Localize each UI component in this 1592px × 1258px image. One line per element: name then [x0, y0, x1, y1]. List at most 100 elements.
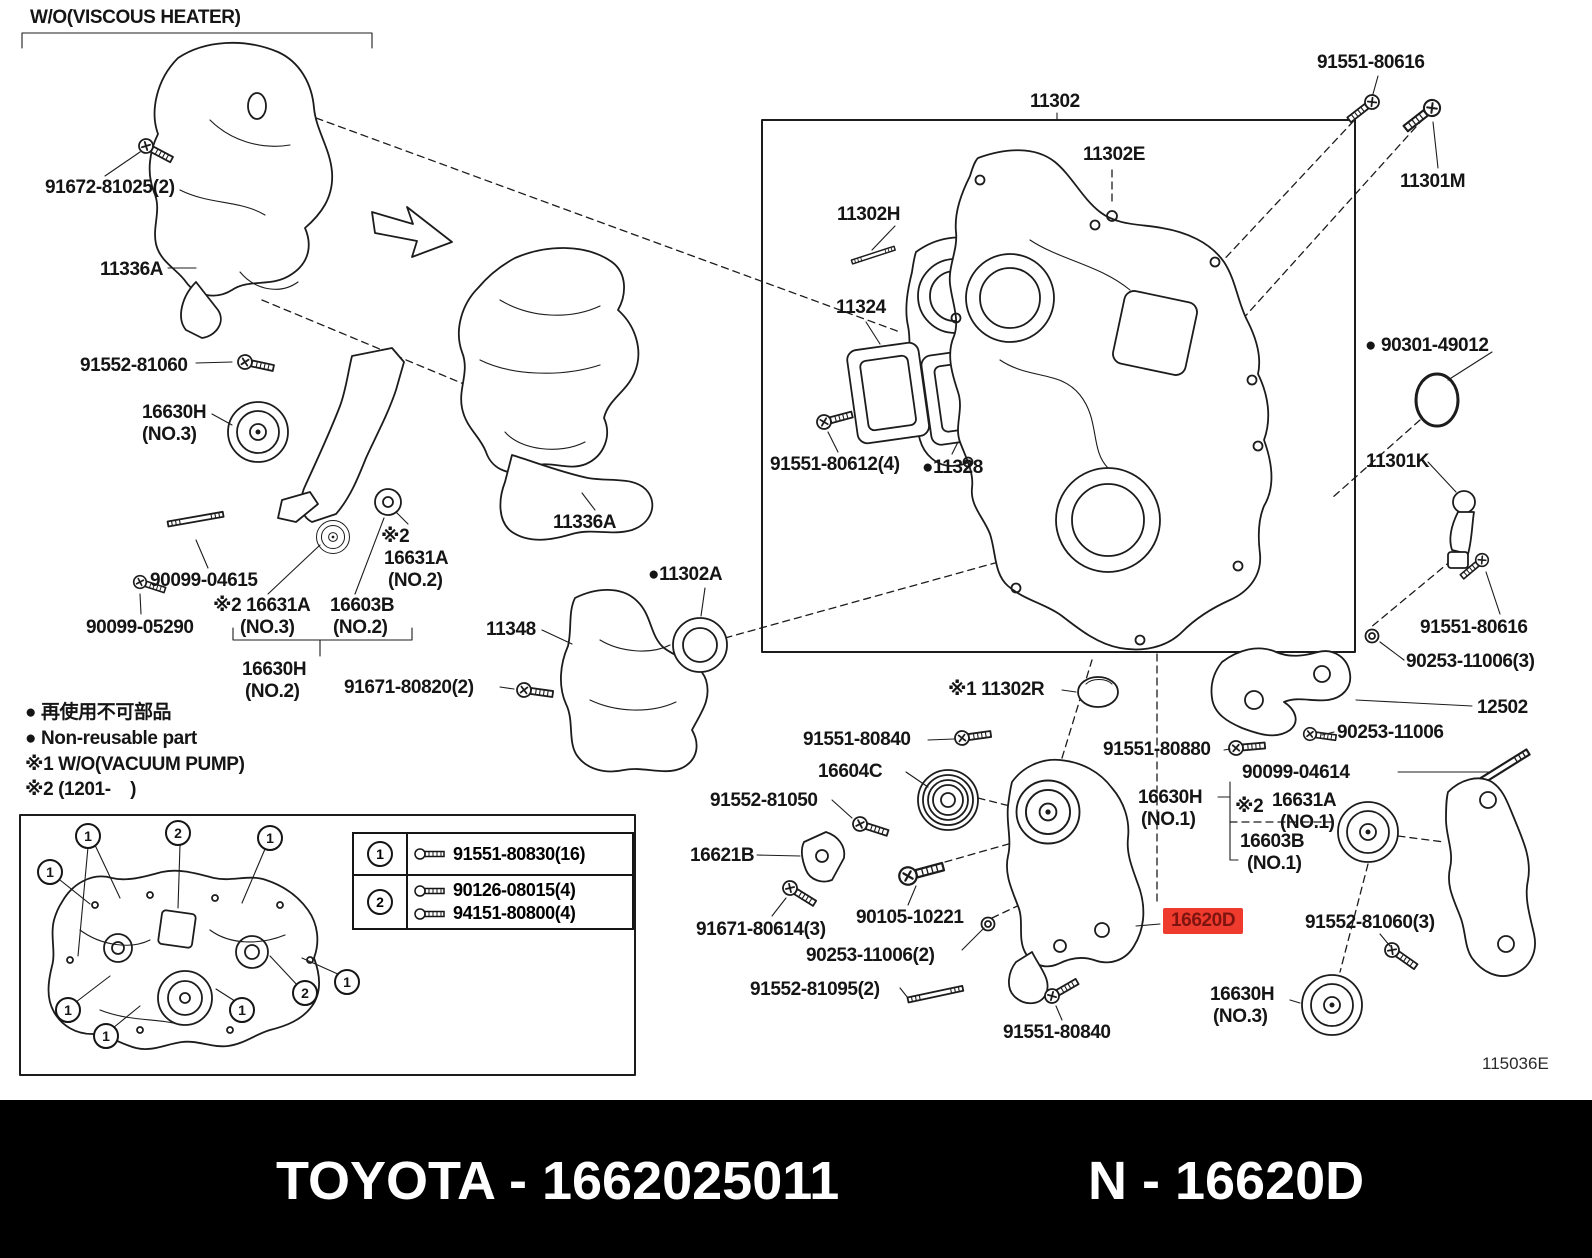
label-16631a-no1: 16631A — [1272, 790, 1337, 811]
label-11302e: 11302E — [1083, 144, 1146, 165]
label-11336a-mid: 11336A — [553, 512, 617, 533]
label-16630h-no2: 16630H — [242, 659, 307, 680]
plug-11302e-art — [1106, 210, 1118, 222]
label-91551-80616-top: 91551-80616 — [1317, 52, 1425, 73]
bolt-11301m-art — [1399, 95, 1445, 136]
bolt-91552-81060-3-art — [1381, 939, 1421, 974]
label-91551-80840-bottom: 91551-80840 — [1003, 1022, 1111, 1043]
bracket-12502-art — [1210, 647, 1352, 737]
bolt-90253-11006-art — [1302, 726, 1338, 745]
label-16603b-no1-sub: (NO.1) — [1247, 853, 1302, 874]
label-91552-81050: 91552-81050 — [710, 790, 818, 811]
bolt-icon — [414, 848, 445, 860]
nut-90253-11006-3-art — [1364, 628, 1380, 644]
timing-chain-cover-art — [948, 149, 1273, 651]
legend-nonreusable-en: ● Non-reusable part — [25, 728, 197, 749]
legend-nonreusable-jp: ● 再使用不可部品 — [25, 702, 172, 723]
front-view-engine-art — [47, 869, 320, 1050]
bolt-icon — [414, 907, 445, 920]
callout-1: 1 — [55, 997, 81, 1023]
label-11348: 11348 — [486, 619, 536, 640]
label-11336a-top: 11336A — [100, 259, 164, 280]
label-91552-81060: 91552-81060 — [80, 355, 188, 376]
label-91671-80820: 91671-80820(2) — [344, 677, 474, 698]
label-90253-11006-3: 90253-11006(3) — [1406, 651, 1535, 672]
label-11328: ●11328 — [922, 457, 983, 478]
label-91671-80614: 91671-80614(3) — [696, 919, 826, 940]
label-91672-81025: 91672-81025(2) — [45, 177, 175, 198]
bolt-91552-81050-art — [850, 814, 891, 841]
label-16631a-no2-sub: (NO.2) — [388, 570, 443, 591]
plug-11302r-art — [1077, 676, 1119, 708]
pulley-16630h-no3-art — [1301, 974, 1363, 1036]
stud-90099-04615-art — [166, 510, 225, 528]
fastener-row-2: 2 90126-08015(4) 94151-80800(4) — [354, 874, 632, 928]
label-note2-16631a-no1: ※2 — [1235, 796, 1264, 817]
label-16631a-no2: 16631A — [384, 548, 449, 569]
footer-part-id: TOYOTA - 1662025011 — [276, 1151, 840, 1211]
label-16603b-no2: 16603B — [330, 595, 395, 616]
header-note: W/O(VISCOUS HEATER) — [30, 7, 241, 28]
fastener-row-1: 1 91551-80830(16) — [354, 834, 632, 874]
label-91551-80612: 91551-80612(4) — [770, 454, 900, 475]
bolt-91671-80614-art — [779, 877, 820, 911]
bracket-16621b-art — [800, 831, 846, 883]
label-90099-05290: 90099-05290 — [86, 617, 194, 638]
label-diagram-code: 115036E — [1482, 1054, 1549, 1073]
label-91552-81095: 91552-81095(2) — [750, 979, 880, 1000]
label-16630h-no3-left-sub: (NO.3) — [142, 424, 197, 445]
footer-ref-code: N - 16620D — [1088, 1151, 1365, 1211]
label-16630h-no3-right-sub: (NO.3) — [1213, 1006, 1268, 1027]
label-91551-80880: 91551-80880 — [1103, 739, 1211, 760]
label-16630h-no1-sub: (NO.1) — [1141, 809, 1196, 830]
bolt-91551-80880-art — [1227, 737, 1267, 757]
label-11302a: ●11302A — [648, 564, 723, 585]
label-16630h-no3-right: 16630H — [1210, 984, 1275, 1005]
fastener-callout-2: 2 — [354, 876, 408, 928]
callout-number: 2 — [367, 889, 393, 915]
label-11302r: ※1 11302R — [948, 679, 1045, 700]
label-note2-16631a-no2: ※2 — [381, 526, 410, 547]
legend-note2: ※2 (1201- ) — [25, 779, 137, 800]
label-90099-04615: 90099-04615 — [150, 570, 258, 591]
label-91551-80616-right: 91551-80616 — [1420, 617, 1528, 638]
header-bracket — [21, 32, 373, 49]
label-90099-04614: 90099-04614 — [1242, 762, 1350, 783]
label-16621b: 16621B — [690, 845, 755, 866]
fastener-part-number: 90126-08015(4) — [453, 880, 576, 900]
label-16620d: 16620D — [1163, 908, 1244, 934]
callout-1: 1 — [229, 997, 255, 1023]
label-16631a-no3: ※2 16631A — [213, 595, 311, 616]
label-16631a-no1-sub: (NO.1) — [1280, 812, 1335, 833]
label-91552-81060-3: 91552-81060(3) — [1305, 912, 1435, 933]
callout-1: 1 — [75, 823, 101, 849]
stud-91552-81095-art — [906, 985, 965, 1004]
label-11301m: 11301M — [1400, 171, 1466, 192]
label-12502: 12502 — [1477, 697, 1528, 718]
pulley-16631a-no1-art — [1337, 801, 1399, 863]
bolt-91552-81060-art — [235, 352, 276, 376]
bolt-icon — [414, 884, 445, 897]
label-90105-10221: 90105-10221 — [856, 907, 964, 928]
gasket-11324-art — [846, 341, 930, 445]
footer-bar: TOYOTA - 1662025011 N - 16620D — [0, 1100, 1592, 1258]
label-16604c: 16604C — [818, 761, 883, 782]
viscous-heater-cover-art — [148, 41, 333, 339]
fastener-part-number: 94151-80800(4) — [453, 903, 576, 923]
timing-belt-cover-art — [458, 247, 654, 541]
label-11302: 11302 — [1030, 91, 1080, 112]
fan-bracket-16620-art — [1006, 758, 1145, 1005]
assembly-box-11302 — [761, 119, 1356, 653]
tensioner-no3-art — [227, 347, 405, 554]
bolt-91551-80612-art — [814, 406, 855, 432]
bolt-91551-80840-bottom-art — [1041, 974, 1082, 1007]
label-16630h-no2-sub: (NO.2) — [245, 681, 300, 702]
oil-seal-11302a-art — [672, 617, 728, 673]
label-90253-11006-2: 90253-11006(2) — [806, 945, 935, 966]
callout-1: 1 — [334, 969, 360, 995]
direction-arrow — [371, 206, 453, 258]
bolt-91671-80820-art — [515, 681, 555, 702]
inset-box — [19, 814, 636, 1076]
pulley-16604c-art — [917, 769, 979, 831]
